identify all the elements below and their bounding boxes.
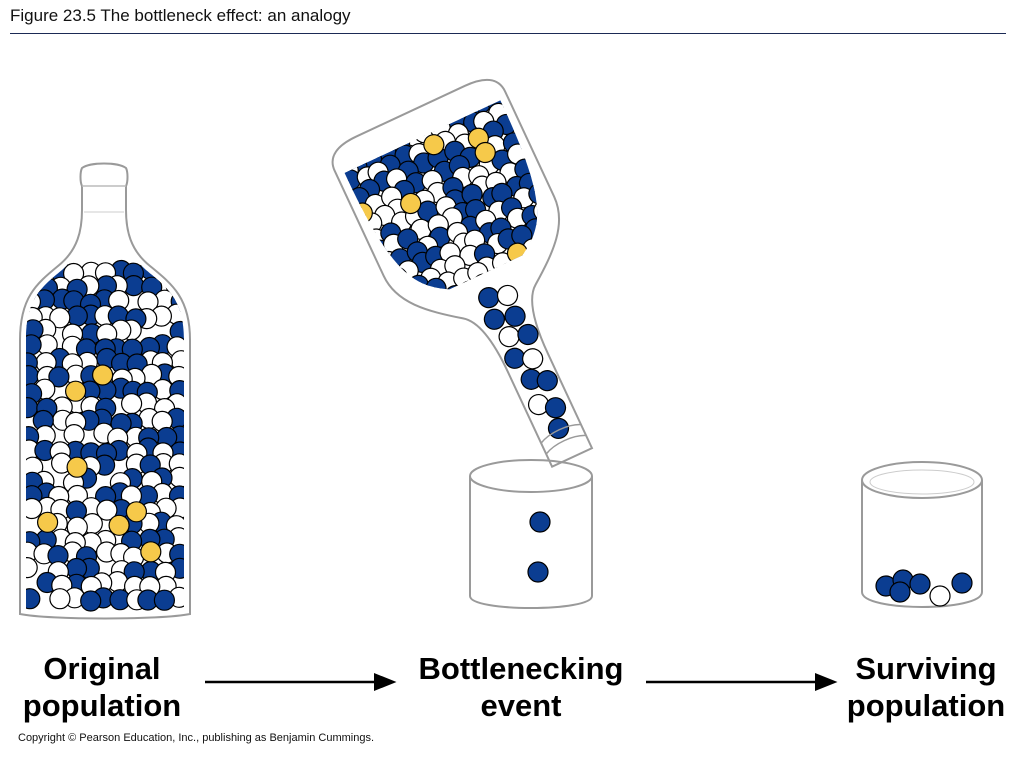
marble xyxy=(91,364,114,386)
label-surviving-line2: population xyxy=(846,688,1006,723)
label-bottlenecking-event: Bottlenecking event xyxy=(408,650,634,724)
marble xyxy=(544,397,567,419)
figure-title: Figure 23.5 The bottleneck effect: an an… xyxy=(10,6,351,25)
label-bottleneck-line1: Bottlenecking xyxy=(418,651,624,686)
marble xyxy=(170,263,184,285)
marble xyxy=(483,308,505,330)
falling-marble xyxy=(529,511,551,533)
marble xyxy=(66,305,88,327)
marble xyxy=(96,499,118,521)
middle-glass xyxy=(469,459,593,609)
label-surviving-line1: Surviving xyxy=(855,651,997,686)
marble xyxy=(36,511,59,533)
bottle-outline xyxy=(19,162,191,620)
marble xyxy=(522,348,544,370)
marble xyxy=(26,263,38,286)
marble xyxy=(400,192,422,215)
surviving-marble xyxy=(951,572,973,594)
label-original-line2: population xyxy=(22,688,182,723)
title-rule xyxy=(10,33,1006,34)
marble xyxy=(125,501,147,523)
label-original-line1: Original xyxy=(43,651,161,686)
marble xyxy=(66,456,88,478)
marble xyxy=(536,370,558,392)
label-surviving-population: Surviving population xyxy=(838,650,1014,724)
marble xyxy=(26,334,42,356)
label-bottleneck-line2: event xyxy=(480,688,562,723)
original-population-marbles xyxy=(26,258,184,612)
surviving-marble xyxy=(909,573,931,595)
marble xyxy=(26,556,38,579)
marble xyxy=(153,589,175,611)
marble xyxy=(32,259,55,281)
marble xyxy=(121,393,143,415)
marble xyxy=(496,284,519,307)
falling-marble xyxy=(527,561,549,583)
marble xyxy=(527,393,550,416)
marble xyxy=(474,141,496,164)
marble xyxy=(504,305,526,327)
marble xyxy=(80,590,102,612)
marble xyxy=(26,365,39,387)
surviving-marble xyxy=(889,581,911,603)
copyright-notice: Copyright © Pearson Education, Inc., pub… xyxy=(18,732,375,744)
bottle-neck-marbles xyxy=(478,284,570,439)
marble xyxy=(64,380,87,402)
surviving-glass xyxy=(861,461,983,608)
marble xyxy=(140,541,162,563)
marble xyxy=(517,323,539,346)
marble xyxy=(108,514,130,536)
label-original-population: Original population xyxy=(12,650,192,724)
marble xyxy=(49,588,71,610)
tilted-bottle xyxy=(331,79,594,469)
marble xyxy=(169,466,184,488)
marble xyxy=(48,366,70,388)
marble xyxy=(49,307,71,329)
surviving-marble xyxy=(929,585,951,607)
marble xyxy=(26,497,43,520)
marble xyxy=(404,308,426,309)
original-population-bottle xyxy=(19,162,191,620)
marble xyxy=(26,588,41,610)
marble xyxy=(423,134,445,156)
